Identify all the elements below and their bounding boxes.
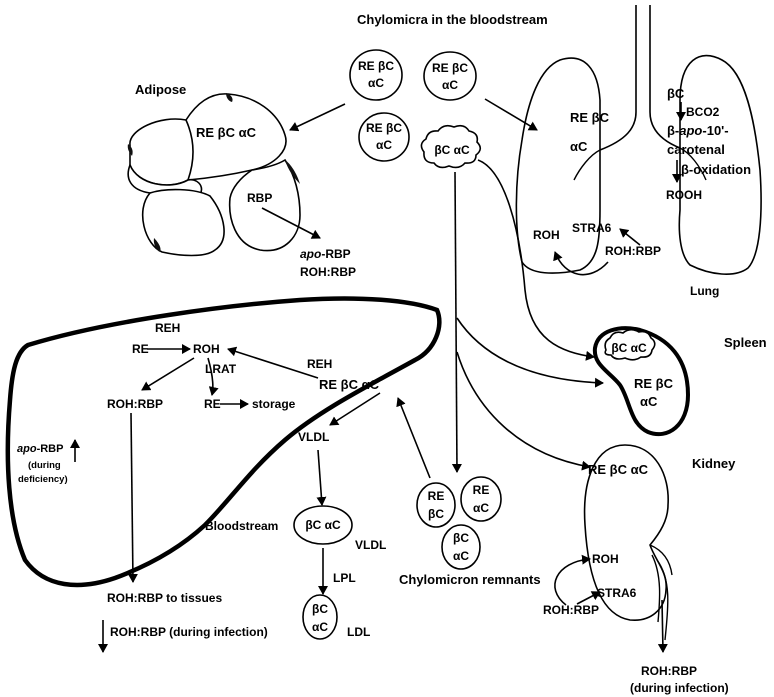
particle-1-line1: RE βC	[358, 59, 394, 73]
spleen-cloud: βC αC	[604, 328, 656, 361]
adipose-tissue	[127, 93, 301, 257]
spleen-cloud-label: βC αC	[611, 341, 647, 355]
lung-roh-uptake-arrow	[553, 251, 609, 276]
lung-beta-oxidation: β-oxidation	[681, 162, 751, 177]
particle-2-line1: RE βC	[432, 61, 468, 75]
lung-re-bc: RE βC	[570, 110, 610, 125]
remnant-3-line1: βC	[453, 531, 469, 545]
rohrbp-to-tissues: ROH:RBP to tissues	[107, 591, 222, 605]
ldl-line1: βC	[312, 602, 328, 616]
lung-bco2: BCO2	[686, 105, 720, 119]
vldl-label: VLDL	[355, 538, 386, 552]
liver-storage: storage	[252, 397, 296, 411]
liver-during: (during	[28, 460, 61, 471]
arrow-remnants-to-liver	[396, 397, 431, 479]
remnant-3-line2: αC	[453, 549, 469, 563]
spleen-title: Spleen	[724, 335, 767, 350]
liver-deficiency: deficiency)	[18, 474, 68, 485]
spleen-re-bc: RE βC	[634, 376, 674, 391]
adipose-title: Adipose	[135, 82, 186, 97]
lung-rooh: ROOH	[666, 188, 702, 202]
kidney-stra6: STRA6	[597, 586, 637, 600]
remnant-particle-2: RE αC	[460, 476, 502, 522]
liver-re-2: RE	[204, 397, 221, 411]
arrow-cloud-to-spleen	[477, 159, 595, 361]
spleen-ac: αC	[640, 394, 658, 409]
rohrbp-during-infection: ROH:RBP (during infection)	[110, 625, 268, 639]
kidney-stra6-arrow	[576, 591, 601, 605]
liver-vldl: VLDL	[298, 430, 329, 444]
arrow-rohrbp-to-tissues	[127, 412, 138, 583]
ldl-label: LDL	[347, 625, 370, 639]
adipose-rbp: RBP	[247, 191, 272, 205]
liver-lrat: LRAT	[205, 362, 237, 376]
lpl-label: LPL	[333, 571, 356, 585]
lung-stra6: STRA6	[572, 221, 612, 235]
lung-organ	[515, 5, 762, 275]
liver-roh-to-re-arrow	[207, 357, 219, 396]
adipose-apo-rbp: apo-RBP	[300, 247, 351, 261]
chylomicron-particle-2: RE βC αC	[423, 51, 477, 101]
kidney-output-line2: (during infection)	[630, 681, 729, 695]
ldl-particle: βC αC	[302, 594, 338, 640]
particle-3-line1: RE βC	[366, 121, 402, 135]
chylomicron-particle-1: RE βC αC	[349, 49, 403, 101]
lung-stra6-arrow	[619, 228, 641, 246]
remnant-2-line2: αC	[473, 501, 489, 515]
chylomicra-title: Chylomicra in the bloodstream	[357, 12, 548, 27]
lung-carotenal: carotenal	[667, 142, 725, 157]
lung-rohrbp: ROH:RBP	[605, 244, 661, 258]
liver-organ	[5, 296, 442, 588]
kidney-rohrbp: ROH:RBP	[543, 603, 599, 617]
kidney-title: Kidney	[692, 456, 736, 471]
chylomicron-particle-3: RE βC αC	[358, 112, 410, 162]
remnant-particle-1: RE βC	[416, 482, 456, 528]
lung-ac: αC	[570, 139, 588, 154]
adipose-rohrbp: ROH:RBP	[300, 265, 356, 279]
arrow-cloud-to-remnants	[451, 171, 462, 473]
particle-3-line2: αC	[376, 138, 392, 152]
lung-title: Lung	[690, 284, 719, 298]
remnant-1-line2: βC	[428, 507, 444, 521]
particle-2-line2: αC	[442, 78, 458, 92]
liver-apo-rbp: apo-RBP	[17, 443, 63, 455]
lung-roh: ROH	[533, 228, 560, 242]
kidney-output-arrow	[657, 599, 668, 653]
liver-re: RE	[132, 342, 149, 356]
arrow-to-kidney	[456, 351, 591, 471]
carotenoid-cloud: βC αC	[420, 124, 482, 169]
arrow-vldl-down	[316, 449, 327, 506]
vldl-particle: βC αC	[293, 505, 353, 545]
kidney-roh-uptake-arrow	[554, 554, 591, 606]
arrow-to-spleen-lower	[456, 317, 604, 388]
liver-reh-2: REH	[307, 357, 332, 371]
arrow-chylo-to-lung	[484, 98, 538, 131]
lung-bc: βC	[667, 86, 685, 101]
remnant-2-line1: RE	[473, 483, 490, 497]
bloodstream-label: Bloodstream	[205, 519, 278, 533]
kidney-output-line1: ROH:RBP	[641, 664, 697, 678]
cloud-label: βC αC	[434, 143, 470, 157]
ldl-line2: αC	[312, 620, 328, 634]
adipose-rbp-arrow	[261, 207, 321, 239]
liver-rohrbp: ROH:RBP	[107, 397, 163, 411]
particle-1-line2: αC	[368, 76, 384, 90]
adipose-content: RE βC αC	[196, 125, 257, 140]
arrow-chylo-to-adipose	[289, 103, 346, 132]
kidney-organ	[583, 444, 673, 641]
remnant-particle-3: βC αC	[441, 524, 481, 570]
vldl-particle-label: βC αC	[305, 518, 341, 532]
liver-reh-arrow	[227, 346, 319, 379]
liver-to-vldl-arrow	[329, 392, 381, 426]
liver-re-bc-ac: RE βC αC	[319, 377, 380, 392]
kidney-roh: ROH	[592, 552, 619, 566]
liver-reh-1: REH	[155, 321, 180, 335]
liver-roh: ROH	[193, 342, 220, 356]
remnant-1-line1: RE	[428, 489, 445, 503]
lung-apo-carotenal: β-apo-10'-	[667, 123, 729, 138]
liver-roh-to-rohrbp-arrow	[141, 357, 195, 391]
chylomicron-remnants-label: Chylomicron remnants	[399, 572, 541, 587]
kidney-content: RE βC αC	[588, 462, 649, 477]
